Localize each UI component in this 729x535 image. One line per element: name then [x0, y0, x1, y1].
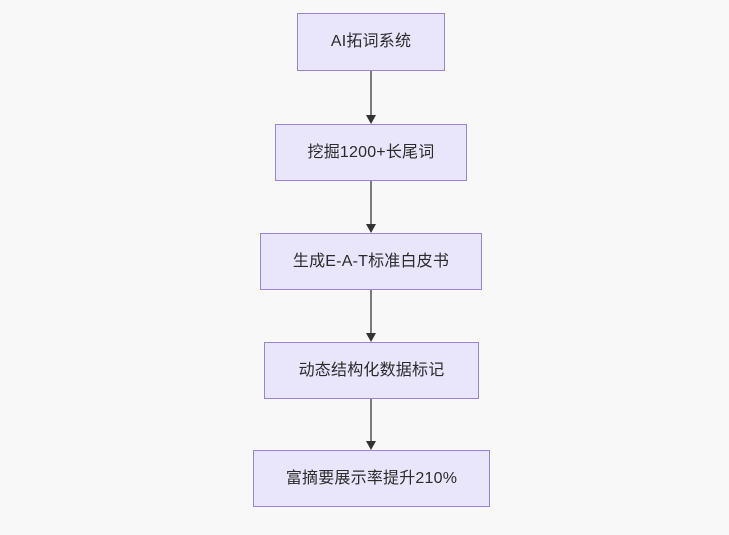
flow-edge-n4-n5 [366, 399, 376, 450]
flow-edge-n3-n4 [366, 290, 376, 342]
arrowhead-down-icon [366, 333, 376, 342]
flow-node-rich-snippet-impression-uplift[interactable]: 富摘要展示率提升210% [253, 450, 490, 507]
flow-node-label: 生成E-A-T标准白皮书 [292, 252, 450, 270]
flow-node-label: AI拓词系统 [330, 33, 412, 50]
flow-edge-n1-n2 [366, 71, 376, 124]
flow-node-generate-eat-whitepaper[interactable]: 生成E-A-T标准白皮书 [260, 233, 482, 290]
flow-node-mine-longtail-keywords[interactable]: 挖掘1200+长尾词 [275, 124, 467, 181]
arrowhead-down-icon [366, 441, 376, 450]
flow-node-label: 动态结构化数据标记 [298, 361, 445, 379]
flow-node-label: 挖掘1200+长尾词 [307, 143, 435, 161]
arrowhead-down-icon [366, 224, 376, 233]
edge-shaft [370, 290, 372, 333]
flow-node-label: 富摘要展示率提升210% [285, 469, 458, 487]
edge-shaft [370, 399, 372, 441]
arrowhead-down-icon [366, 115, 376, 124]
edge-shaft [370, 71, 372, 115]
edge-shaft [370, 181, 372, 224]
flow-node-ai-keyword-system[interactable]: AI拓词系统 [297, 13, 445, 71]
flow-edge-n2-n3 [366, 181, 376, 233]
flow-node-dynamic-structured-data-markup[interactable]: 动态结构化数据标记 [264, 342, 479, 399]
